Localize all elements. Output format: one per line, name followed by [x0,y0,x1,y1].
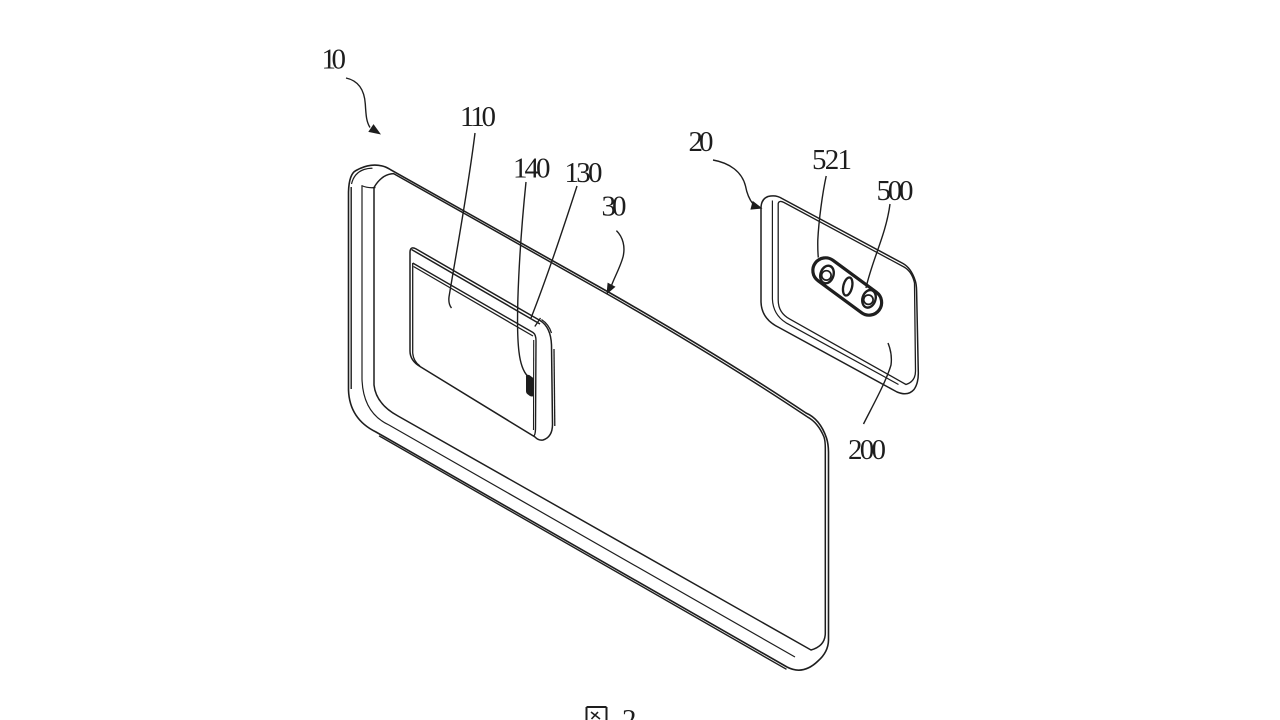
svg-text:521: 521 [812,144,852,176]
svg-text:20: 20 [689,126,714,158]
svg-text:10: 10 [322,43,347,75]
svg-text:110: 110 [460,101,496,133]
svg-text:2: 2 [622,704,637,720]
svg-text:30: 30 [602,191,627,223]
svg-text:500: 500 [877,175,914,207]
svg-text:130: 130 [565,157,603,189]
svg-text:200: 200 [848,434,886,466]
svg-text:140: 140 [513,153,551,185]
